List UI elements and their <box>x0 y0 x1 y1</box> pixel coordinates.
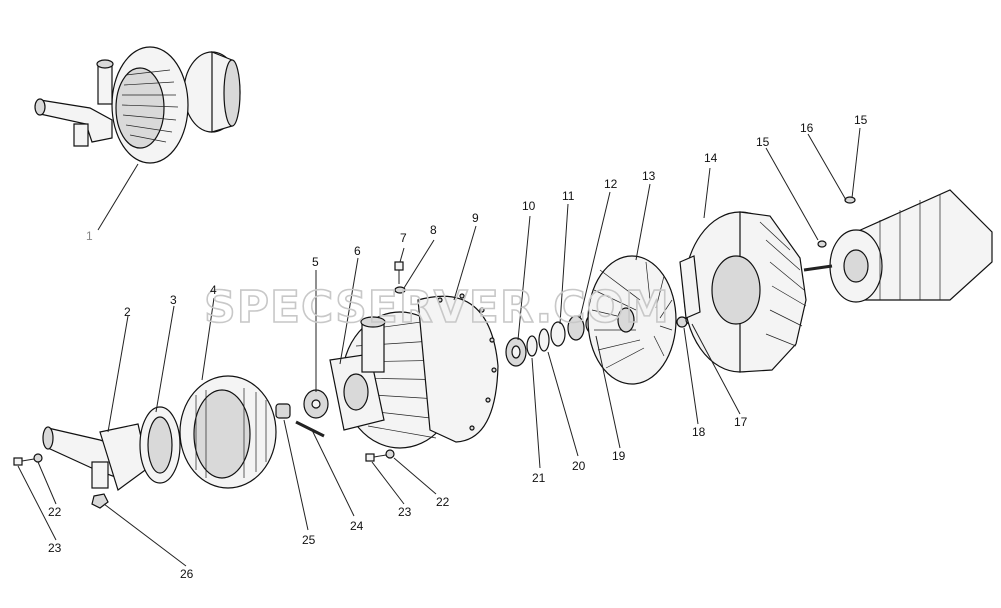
label-22b: 22 <box>48 505 62 519</box>
part-bolt-top <box>394 261 406 294</box>
part-bushing <box>275 403 291 419</box>
label-18: 18 <box>692 425 706 439</box>
label-20: 20 <box>572 459 586 473</box>
label-26: 26 <box>180 567 194 581</box>
part-bolt-left <box>13 453 43 466</box>
part-inlet-pipe <box>42 423 149 491</box>
label-12: 12 <box>604 177 618 191</box>
part-rings <box>526 328 550 357</box>
label-23b: 23 <box>48 541 62 555</box>
label-4: 4 <box>210 283 217 297</box>
label-21: 21 <box>532 471 546 485</box>
label-3: 3 <box>170 293 177 307</box>
label-16: 16 <box>800 121 814 135</box>
label-23a: 23 <box>398 505 412 519</box>
label-1: 1 <box>86 229 93 243</box>
label-10: 10 <box>522 199 536 213</box>
callout-labels: 1 2 3 4 5 6 7 8 9 10 11 12 13 14 15 15 1… <box>48 113 868 581</box>
label-8: 8 <box>430 223 437 237</box>
label-17: 17 <box>734 415 748 429</box>
label-7: 7 <box>400 231 407 245</box>
label-2: 2 <box>124 305 131 319</box>
part-gasket <box>139 406 181 484</box>
label-5: 5 <box>312 255 319 269</box>
label-15a: 15 <box>756 135 770 149</box>
part-small-impeller <box>303 389 329 419</box>
leader-lines <box>17 127 861 567</box>
label-15b: 15 <box>854 113 868 127</box>
watermark-text: SPECSERVER.COM <box>204 282 670 333</box>
label-13: 13 <box>642 169 656 183</box>
label-9: 9 <box>472 211 479 225</box>
label-25: 25 <box>302 533 316 547</box>
label-24: 24 <box>350 519 364 533</box>
part-pin <box>295 420 325 438</box>
part-motor-housing <box>679 211 807 373</box>
part-nut <box>91 493 109 509</box>
part-finned-ring <box>179 375 277 489</box>
label-14: 14 <box>704 151 718 165</box>
label-22a: 22 <box>436 495 450 509</box>
label-6: 6 <box>354 244 361 258</box>
label-19: 19 <box>612 449 626 463</box>
part-main-impeller <box>587 255 677 385</box>
assembled-pump-drawing <box>34 46 241 164</box>
part-motor <box>803 189 993 303</box>
part-flange-plate <box>417 293 499 443</box>
label-11: 11 <box>562 189 575 203</box>
part-bearing <box>505 337 527 367</box>
part-bolt-middle <box>365 449 395 462</box>
part-seal-rings <box>550 315 585 347</box>
